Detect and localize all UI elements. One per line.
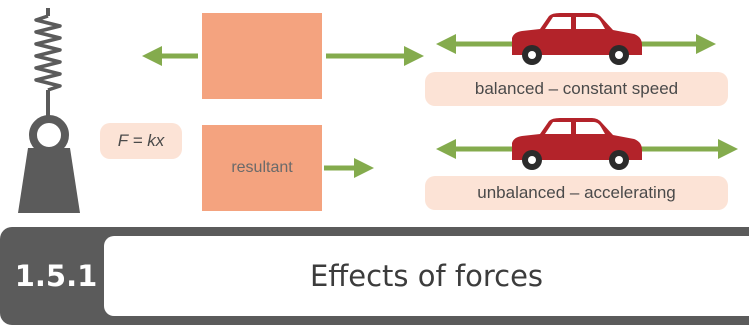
topic-title: Effects of forces	[309, 259, 544, 293]
balanced-caption: balanced – constant speed	[425, 72, 728, 106]
car-icon	[512, 13, 642, 65]
resultant-object-box: resultant	[202, 125, 322, 211]
car-unbalanced	[436, 118, 738, 170]
balanced-forces-block	[142, 13, 424, 99]
spring-icon	[34, 8, 62, 118]
unbalanced-caption: unbalanced – accelerating	[425, 176, 728, 210]
topic-number: 1.5.1	[14, 259, 98, 293]
object-box	[202, 13, 322, 99]
car-icon	[512, 118, 642, 170]
weight-icon	[18, 115, 80, 213]
topic-title-panel	[104, 236, 749, 316]
car-balanced	[436, 13, 716, 65]
hookes-law-formula: F = kx	[100, 123, 182, 159]
resultant-label: resultant	[231, 159, 293, 176]
